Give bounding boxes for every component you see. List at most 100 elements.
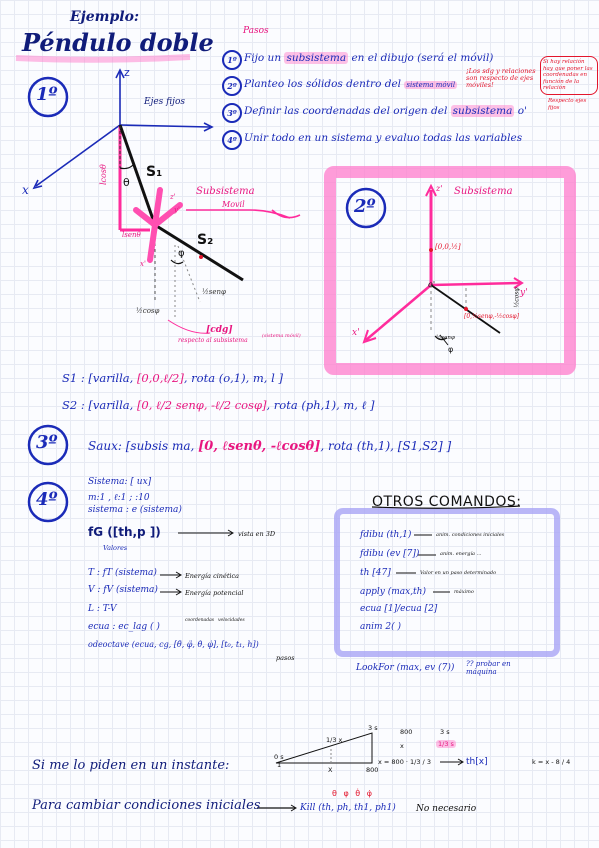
subsystem-label: Subsistema bbox=[196, 186, 255, 197]
other-commands-title: OTROS COMANDOS: bbox=[372, 494, 522, 510]
step-text: o' bbox=[517, 105, 527, 117]
step-badge-2: 2º bbox=[354, 196, 376, 217]
command-fdibu-th: fdibu (th,1) bbox=[360, 530, 412, 540]
test-on-machine-note: ?? probar en máquina bbox=[466, 660, 511, 676]
ecua-note-vel: velocidades bbox=[218, 618, 245, 623]
saux-position: [0, ℓsenθ, -ℓcosθ] bbox=[198, 439, 321, 454]
half-cosphi-label: ½cosφ bbox=[136, 307, 160, 315]
rule-third: 1/3 s bbox=[436, 740, 456, 748]
lookfor-command: LookFor (max, ev (7)) bbox=[356, 663, 455, 673]
z-prime-axis: z' bbox=[436, 184, 443, 193]
note-mobile-axes: ¡Los sdg y relaciones son respecto de ej… bbox=[466, 67, 536, 89]
step-item-4: Unir todo en un sistema y evaluo todas l… bbox=[244, 132, 523, 144]
saux-definition: Saux: [subsis ma, [0, ℓsenθ, -ℓcosθ], ro… bbox=[88, 438, 451, 454]
step-badge-3: 3º bbox=[36, 432, 58, 453]
fg-result: vista en 3D bbox=[238, 530, 276, 538]
solid-type: [varilla, bbox=[88, 371, 134, 385]
note-fixed-axes: Respecto ejes fijos bbox=[548, 98, 587, 111]
solid-label: S1 : bbox=[62, 371, 85, 385]
odeoctave-command: odeoctave (ecua, cg, [θ̈, φ̈, θ̇, φ̇], [… bbox=[88, 640, 259, 649]
cdg-note-2: (sistema móvil) bbox=[262, 333, 301, 339]
lagrangian-command: L : T-V bbox=[88, 604, 117, 614]
command-ecua: ecua [1]/ecua [2] bbox=[360, 604, 438, 614]
x-prime-axis: x' bbox=[352, 328, 360, 338]
instant-question: Si me lo piden en un instante: bbox=[32, 758, 230, 773]
step-item-2: Planteo los sólidos dentro del sistema m… bbox=[244, 78, 458, 90]
system-line-2: m:1 , ℓ:1 ; :10 bbox=[88, 493, 150, 503]
cdg-note: respecto al subsistema bbox=[178, 337, 248, 344]
potential-command: V : fV (sistema) bbox=[88, 585, 158, 595]
steps-heading: Pasos bbox=[243, 26, 269, 36]
step-text: en el dibujo (será el móvil) bbox=[351, 52, 494, 64]
half-sin-label: ½senφ bbox=[436, 335, 455, 341]
half-cos-label: ½cosφ bbox=[513, 287, 521, 308]
fixed-axes-label: Ejes fijos bbox=[144, 97, 185, 107]
step-number-4: 4º bbox=[222, 130, 242, 150]
steps-note: pasos bbox=[276, 654, 295, 662]
origin-label: o' bbox=[428, 280, 436, 289]
phi-2-label: φ bbox=[448, 345, 454, 354]
step-highlight: subsistema bbox=[450, 105, 515, 117]
command-anim2: anim 2( ) bbox=[360, 622, 402, 632]
ecua-command: ecua : ec_lag ( ) bbox=[88, 622, 160, 632]
ecua-note-coords: coordenadas bbox=[185, 618, 215, 623]
step-text: Definir las coordenadas del origen del bbox=[244, 105, 448, 117]
step-number-1: 1º bbox=[222, 50, 242, 70]
kill-command: Kill (th, ph, th1, ph1) bbox=[300, 803, 396, 813]
note-relation: Si hay relación hay que poner las coorde… bbox=[540, 56, 598, 95]
system-line-3: sistema : e (sistema) bbox=[88, 505, 182, 515]
half-sinphi-label: ½senφ bbox=[202, 288, 226, 296]
saux-head: Saux: [subsis ma, bbox=[88, 439, 195, 453]
solid-position: [0, ℓ/2 senφ, -ℓ/2 cosφ] bbox=[136, 398, 267, 412]
solid-type: [varilla, bbox=[88, 398, 134, 412]
not-necessary-note: No necesario bbox=[416, 804, 477, 814]
solid-s2-definition: S2 : [varilla, [0, ℓ/2 senφ, -ℓ/2 cosφ],… bbox=[62, 398, 375, 412]
step-badge-4: 4º bbox=[36, 489, 58, 510]
lcos-label: lcosθ bbox=[99, 164, 108, 185]
triangle-top-label: 3 s bbox=[368, 724, 378, 732]
saux-rest: , rota (th,1), [S1,S2] ] bbox=[320, 439, 452, 453]
axis-x-label: x bbox=[22, 183, 29, 197]
triangle-one-label: 1 bbox=[277, 761, 282, 769]
kinetic-command: T : fT (sistema) bbox=[88, 568, 157, 578]
command-fdibu-ev-result: anim. energía ... bbox=[440, 551, 482, 557]
x-prime-label: x' bbox=[140, 260, 146, 268]
solid-rest: , rota (ph,1), m, ℓ ] bbox=[266, 398, 375, 412]
solid-position: [0,0,ℓ/2] bbox=[136, 371, 184, 385]
solid-s2-label: S₂ bbox=[197, 232, 214, 248]
step-number-3: 3º bbox=[222, 103, 242, 123]
rule-800: 800 bbox=[400, 728, 413, 736]
phi-label: φ bbox=[178, 248, 185, 259]
step-text: Fijo un bbox=[244, 52, 282, 64]
potential-result: Energía potencial bbox=[185, 589, 244, 597]
step-highlight: sistema móvil bbox=[404, 81, 458, 89]
command-th-index-result: Valor en un paso determinado bbox=[420, 570, 497, 576]
example-label: Ejemplo: bbox=[70, 9, 140, 25]
page-title: Péndulo doble bbox=[22, 28, 214, 57]
command-fdibu-ev: fdibu (ev [7]) bbox=[360, 549, 420, 559]
y-prime-label: y' bbox=[174, 206, 180, 214]
rule-result: th[x] bbox=[466, 757, 488, 767]
rule-3s: 3 s bbox=[440, 728, 450, 736]
command-apply-max-result: máximo bbox=[454, 589, 474, 595]
kinetic-result: Energía cinética bbox=[185, 572, 240, 580]
system-line-1: Sistema: [ ux] bbox=[88, 477, 152, 487]
lsen-label: lsenθ bbox=[122, 231, 141, 239]
fg-command: fG ([th,p ]) bbox=[88, 525, 161, 539]
step-number-2: 2º bbox=[222, 76, 242, 96]
solid-s1-definition: S1 : [varilla, [0,0,ℓ/2], rota (o,1), m,… bbox=[62, 371, 283, 385]
solid-s1-label: S₁ bbox=[146, 164, 163, 180]
command-apply-max: apply (max,th) bbox=[360, 587, 426, 597]
subsystem-title: Subsistema bbox=[454, 186, 513, 197]
mobile-label: Movil bbox=[222, 200, 245, 209]
change-conditions: Para cambiar condiciones iniciales bbox=[32, 798, 261, 813]
command-th-index: th [47] bbox=[360, 568, 391, 578]
triangle-left-label: 0 s bbox=[274, 753, 284, 761]
rule-equation: x = 800 · 1/3 / 3 bbox=[378, 758, 431, 766]
solid-rest: , rota (o,1), m, l ] bbox=[183, 371, 283, 385]
theta-label: θ bbox=[123, 176, 130, 189]
step-highlight: subsistema bbox=[284, 52, 349, 64]
axis-z-label: z bbox=[124, 66, 130, 79]
